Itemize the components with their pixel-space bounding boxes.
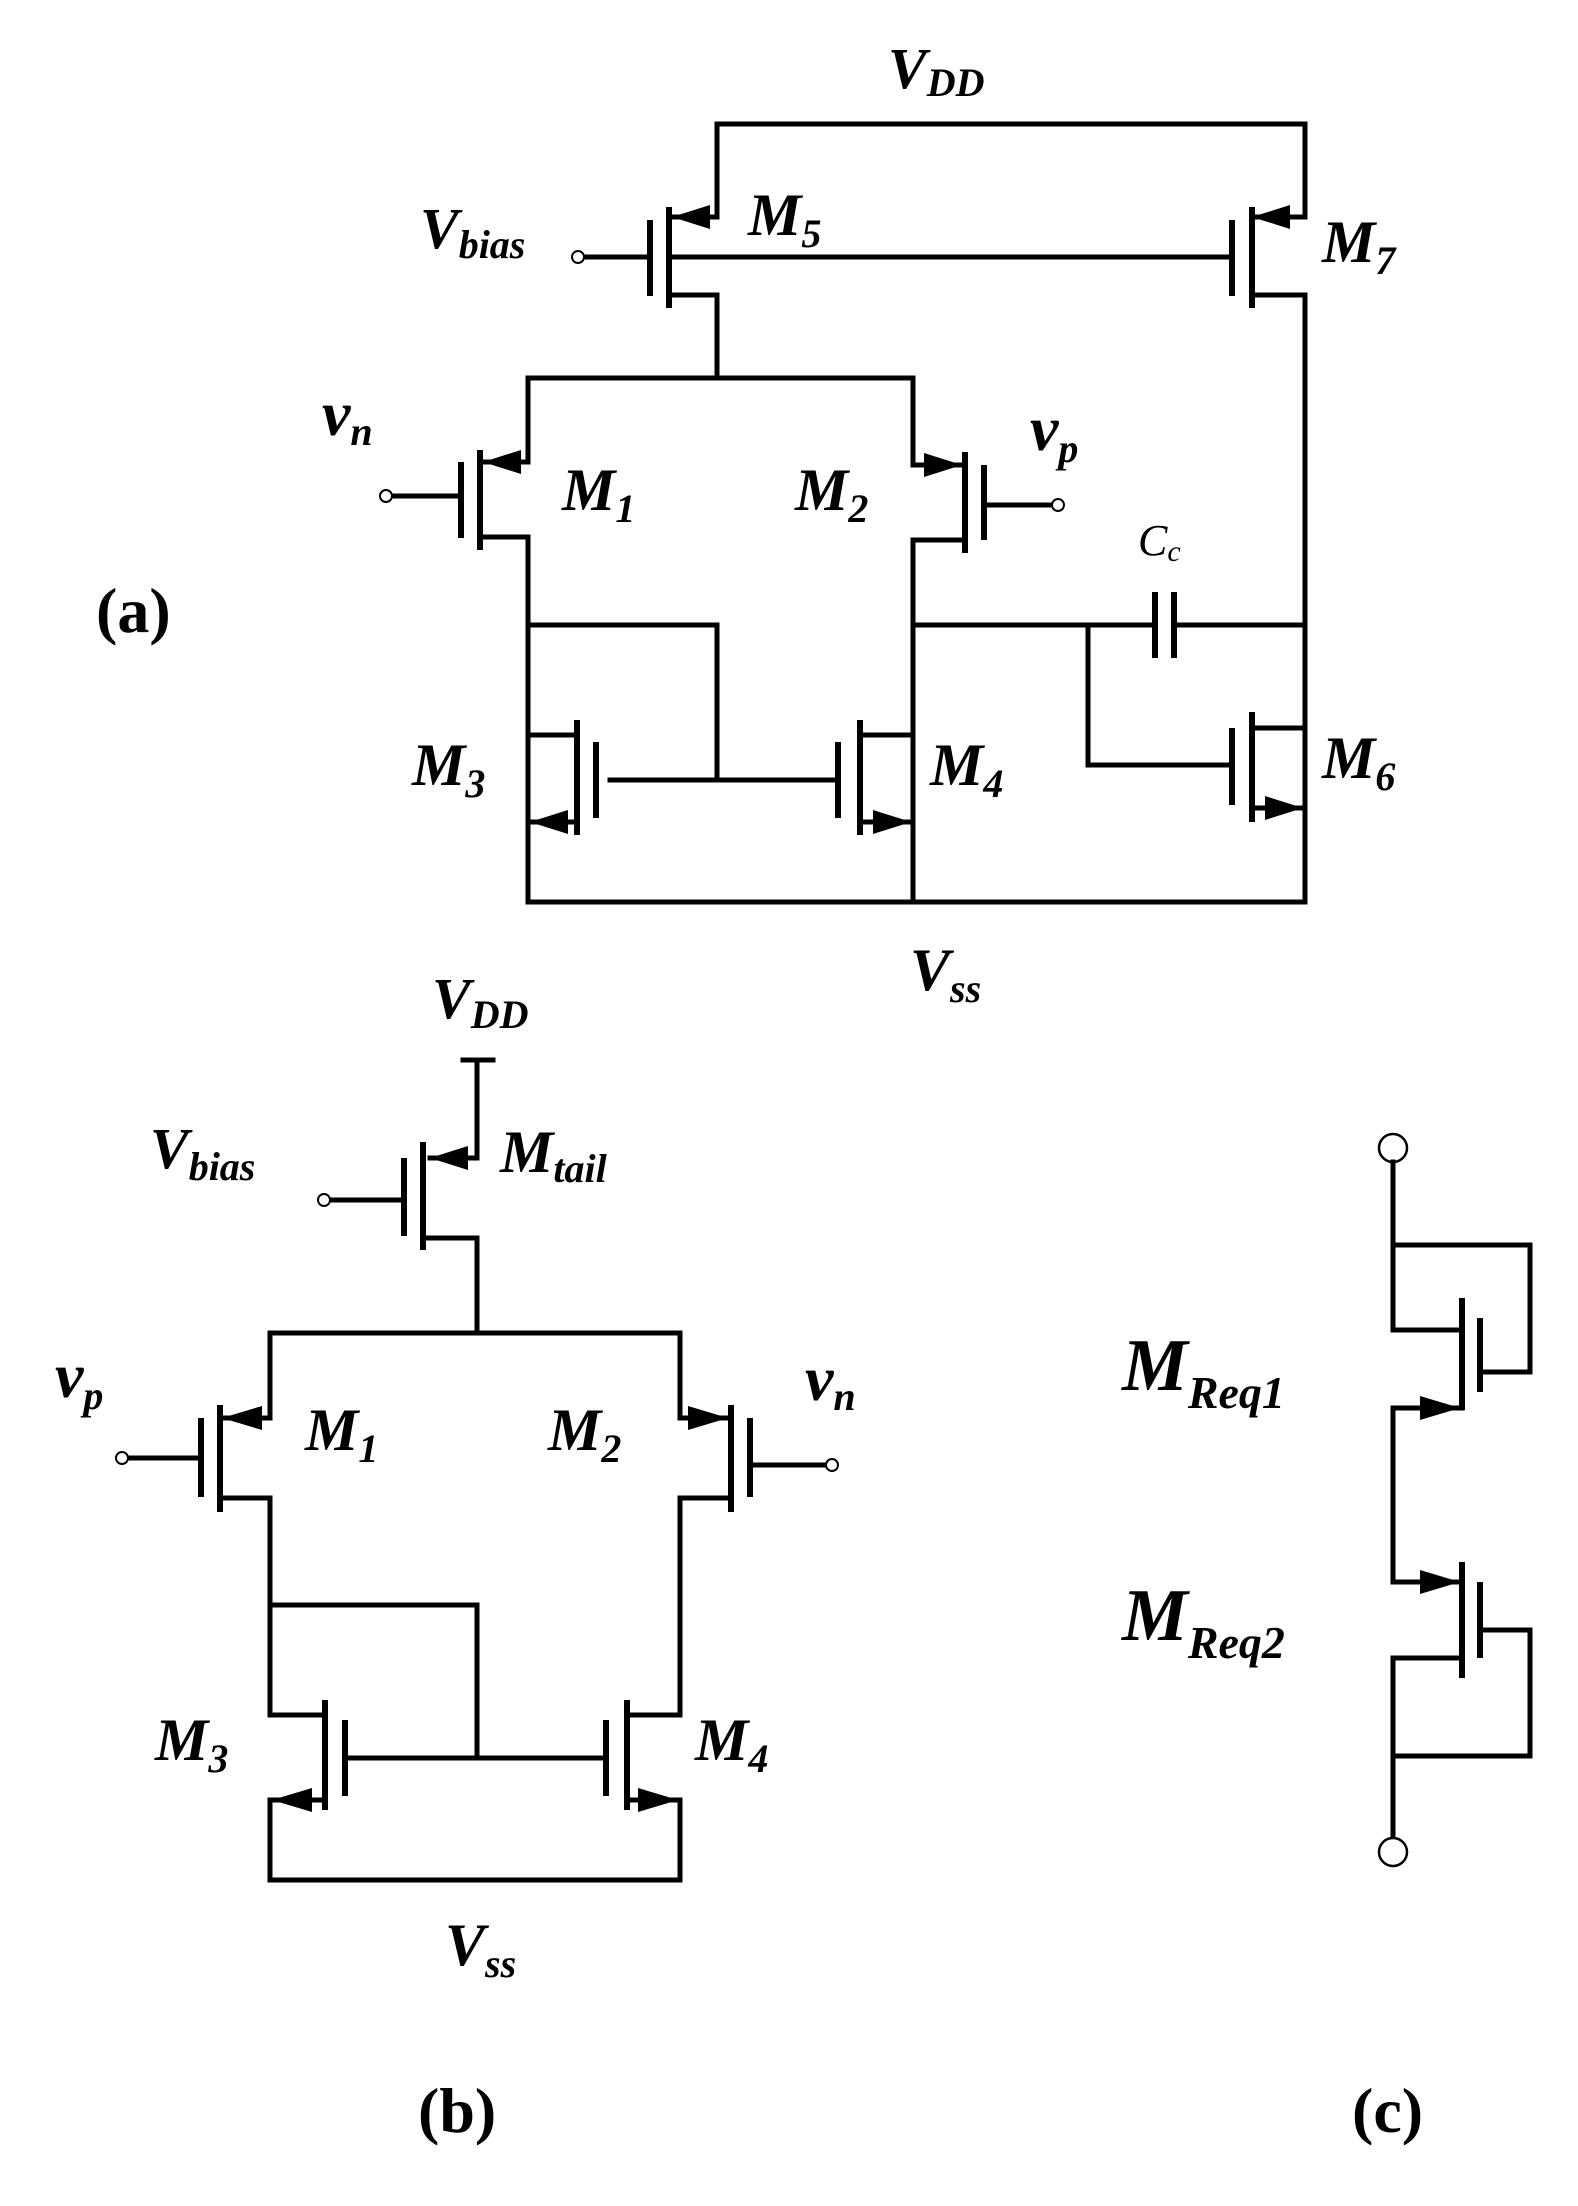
panel-a-tail-node xyxy=(525,375,916,448)
panel-a-m1-transistor xyxy=(379,442,531,873)
panel-a-m5-transistor xyxy=(647,187,720,378)
panel-c-bottom-terminal xyxy=(1377,1836,1409,1868)
panel-b-m2-label: M2 xyxy=(547,1397,621,1471)
panel-a-vdd-rail xyxy=(714,121,1308,193)
panel-b-vss-label: Vss xyxy=(445,1912,516,1986)
panel-a-two-stage-opamp xyxy=(379,121,1308,905)
panel-a-mirror-wire xyxy=(525,622,720,783)
panel-a-caption: (a) xyxy=(96,575,171,646)
panel-a-vp-label: vp xyxy=(1030,393,1078,471)
panel-b-m4-transistor xyxy=(603,1700,683,1812)
panel-b-vn-label: vn xyxy=(805,1343,856,1419)
panel-b-labels: VDD Mtail Vbias vp M1 M2 vn M3 M4 Vss (b… xyxy=(55,966,856,2146)
panel-a-vbias-label: Vbias xyxy=(420,196,525,267)
panel-c-mreq2-label: MReq2 xyxy=(1121,1575,1285,1668)
panel-a-vbias-terminal xyxy=(571,250,585,264)
panel-c-top-terminal xyxy=(1377,1132,1409,1164)
panel-b-vp-label: vp xyxy=(55,1340,103,1418)
panel-b-caption: (b) xyxy=(418,2075,496,2146)
panel-a-m2-transistor xyxy=(910,442,1065,873)
panel-a-cc-capacitor xyxy=(1152,592,1177,658)
panel-a-m7-label: M7 xyxy=(1321,209,1397,283)
panel-a-vn-label: vn xyxy=(322,378,373,454)
panel-b-m1-label: M1 xyxy=(304,1397,378,1471)
panel-b-tail-node xyxy=(267,1330,683,1408)
panel-a-m1-label: M1 xyxy=(561,457,635,531)
panel-b-m2-transistor xyxy=(677,1402,839,1718)
panel-c-labels: MReq1 MReq2 (c) xyxy=(1121,1325,1423,2146)
panel-b-mirror-wire xyxy=(267,1602,480,1761)
panel-b-m1-transistor xyxy=(115,1402,273,1608)
panel-a-vss-rail xyxy=(525,817,1308,905)
panel-a-labels: VDD M5 M7 Vbias vn M1 M2 vp Cc (a) M3 M4… xyxy=(96,36,1397,1011)
panel-c-pseudo-resistor xyxy=(1377,1132,1533,1868)
panel-a-m4-transistor xyxy=(835,720,916,835)
panel-b-mtail-label: Mtail xyxy=(499,1119,608,1191)
panel-a-m2-label: M2 xyxy=(794,457,868,531)
panel-a-cc-label: Cc xyxy=(1138,516,1181,568)
panel-a-m6-label: M6 xyxy=(1321,725,1395,799)
panel-a-m3-label: M3 xyxy=(411,732,485,806)
panel-b-m3-label: M3 xyxy=(154,1707,228,1781)
panel-b-diff-pair xyxy=(115,1057,839,1883)
panel-b-m4-label: M4 xyxy=(694,1707,768,1781)
panel-a-m6-transistor xyxy=(1229,712,1308,822)
panel-a-vdd-label: VDD xyxy=(888,36,984,105)
panel-b-vss-rail xyxy=(267,1797,683,1883)
panel-c-mreq1-label: MReq1 xyxy=(1121,1325,1285,1418)
panel-a-m4-label: M4 xyxy=(929,732,1003,806)
panel-c-mreq2-transistor xyxy=(1390,1562,1533,1759)
panel-a-vss-label: Vss xyxy=(910,937,981,1011)
panel-b-vdd-label: VDD xyxy=(432,966,528,1037)
panel-a-m7-transistor xyxy=(1229,187,1308,878)
panel-c-mreq1-transistor xyxy=(1390,1242,1533,1420)
panel-c-caption: (c) xyxy=(1352,2075,1423,2146)
panel-b-mtail-transistor xyxy=(317,1142,480,1336)
panel-a-m3-transistor xyxy=(525,720,599,835)
panel-a-m5-label: M5 xyxy=(747,182,821,256)
panel-b-vbias-label: Vbias xyxy=(150,1116,255,1189)
panel-a-m6-gate-wire xyxy=(1085,622,1235,768)
panel-b-m3-transistor xyxy=(267,1700,348,1812)
